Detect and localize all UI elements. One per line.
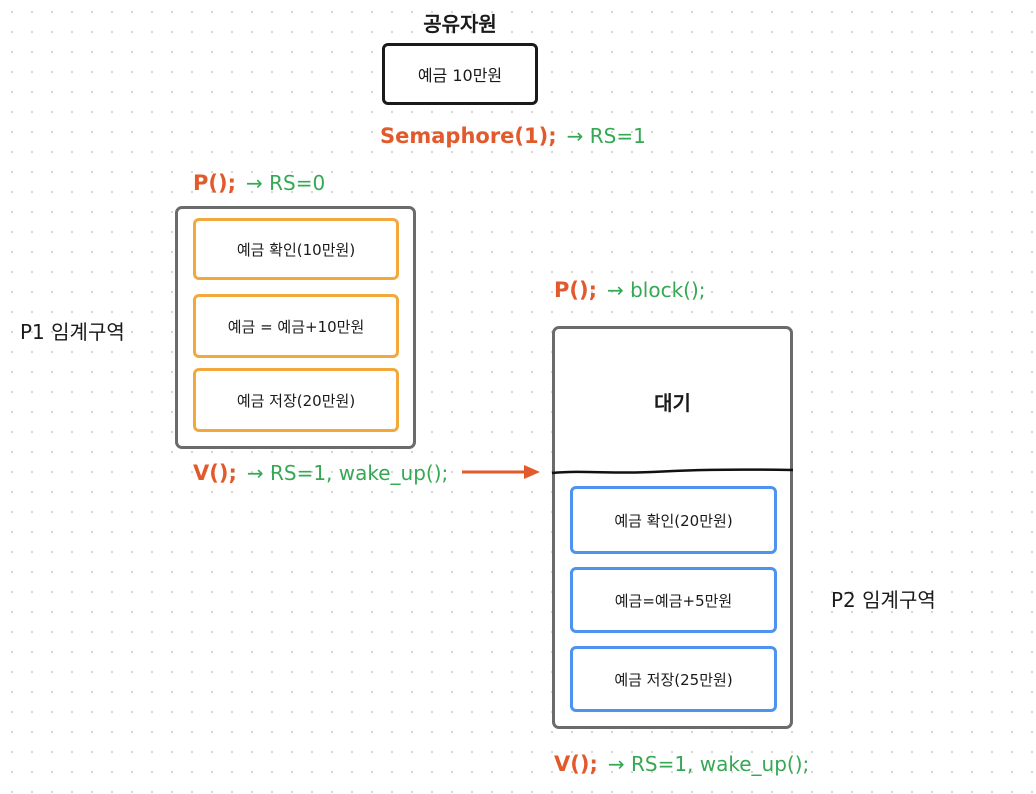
p2-step-save: 예금 저장(25만원) xyxy=(570,646,777,712)
p1-step-save-label: 예금 저장(20만원) xyxy=(236,391,356,410)
p2-exit: V(); → RS=1, wake_up(); xyxy=(554,752,809,776)
p2-enter-call: P(); xyxy=(554,278,597,302)
wait-divider-line xyxy=(552,468,793,475)
shared-resource-title: 공유자원 xyxy=(423,12,497,36)
p1-step-check: 예금 확인(10만원) xyxy=(193,218,399,280)
p1-exit-call: V(); xyxy=(193,461,237,485)
wake-up-arrow xyxy=(462,465,540,479)
semaphore-result: → RS=1 xyxy=(566,124,646,148)
p1-exit: V(); → RS=1, wake_up(); xyxy=(193,461,448,485)
p2-exit-result: → RS=1, wake_up(); xyxy=(607,752,810,776)
p1-region-label: P1 임계구역 xyxy=(20,320,125,344)
shared-resource-balance: 예금 10만원 xyxy=(417,66,503,85)
p1-enter-result: → RS=0 xyxy=(245,171,326,195)
p2-step-check: 예금 확인(20만원) xyxy=(570,486,777,554)
semaphore-call: Semaphore(1); xyxy=(380,124,557,148)
semaphore-init: Semaphore(1); → RS=1 xyxy=(380,124,646,148)
p2-step-update: 예금=예금+5만원 xyxy=(570,567,777,633)
p2-step-save-label: 예금 저장(25만원) xyxy=(614,670,733,689)
shared-resource-box: 예금 10만원 xyxy=(382,43,538,105)
p1-critical-section: 예금 확인(10만원) 예금 = 예금+10만원 예금 저장(20만원) xyxy=(175,206,416,449)
p2-enter: P(); → block(); xyxy=(554,278,706,302)
p2-enter-result: → block(); xyxy=(606,278,706,302)
p2-step-check-label: 예금 확인(20만원) xyxy=(614,511,733,530)
p1-step-update-label: 예금 = 예금+10만원 xyxy=(227,317,365,336)
p1-step-update: 예금 = 예금+10만원 xyxy=(193,294,399,358)
p2-exit-call: V(); xyxy=(554,752,598,776)
p2-critical-section: 대기 예금 확인(20만원) 예금=예금+5만원 예금 저장(25만원) xyxy=(552,326,793,729)
p1-enter-call: P(); xyxy=(193,171,236,195)
p1-step-check-label: 예금 확인(10만원) xyxy=(236,240,356,259)
p1-step-save: 예금 저장(20만원) xyxy=(193,368,399,432)
p1-exit-result: → RS=1, wake_up(); xyxy=(246,461,449,485)
p2-step-update-label: 예금=예금+5만원 xyxy=(614,591,733,610)
p2-region-label: P2 임계구역 xyxy=(831,588,936,612)
p2-wait-label: 대기 xyxy=(654,391,691,415)
p1-enter: P(); → RS=0 xyxy=(193,171,325,195)
